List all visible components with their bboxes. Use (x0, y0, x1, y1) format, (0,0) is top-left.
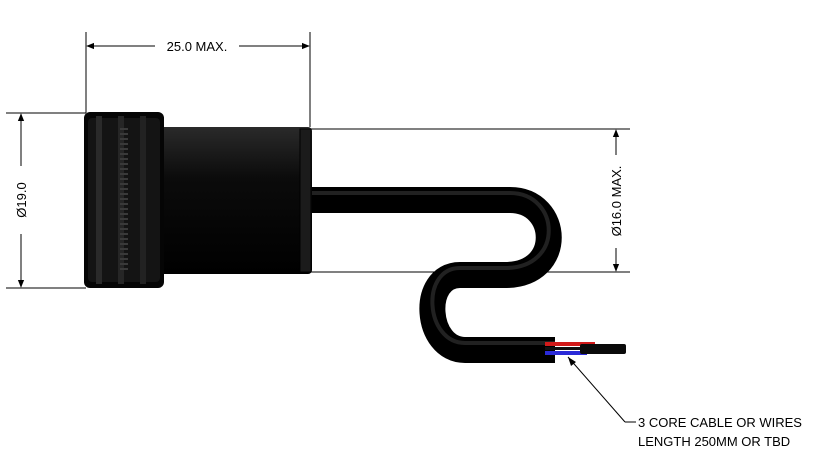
knurl-mark (120, 183, 128, 185)
wire-black-1 (545, 347, 590, 350)
knurl-mark (120, 143, 128, 145)
knurl-mark (120, 253, 128, 255)
knurl-mark (120, 128, 128, 130)
knurl-mark (120, 258, 128, 260)
knurl-mark (120, 188, 128, 190)
knurl-mark (120, 138, 128, 140)
knurl-mark (120, 148, 128, 150)
length-label: 25.0 MAX. (167, 39, 228, 54)
connector-body (84, 112, 312, 288)
note-line-2: LENGTH 250MM OR TBD (638, 434, 790, 449)
knurl-mark (120, 218, 128, 220)
wire-bundle-end (580, 344, 626, 354)
knurl-mark (120, 243, 128, 245)
knurl-mark (120, 198, 128, 200)
body-diameter-label: Ø19.0 (14, 182, 29, 217)
knurl-mark (120, 168, 128, 170)
knurl-mark (120, 263, 128, 265)
knurl-texture (120, 128, 128, 270)
knurl-mark (120, 178, 128, 180)
knurl-mark (120, 268, 128, 270)
knurl-mark (120, 158, 128, 160)
knurl-mark (120, 228, 128, 230)
knurl-mark (120, 238, 128, 240)
dimension-cable-diameter: Ø16.0 MAX. (609, 129, 624, 272)
wires (545, 342, 626, 355)
knurl-mark (120, 233, 128, 235)
knurl-mark (120, 223, 128, 225)
knurl-mark (120, 203, 128, 205)
dimension-length: 25.0 MAX. (86, 39, 310, 54)
knurl-mark (120, 213, 128, 215)
note-line-1: 3 CORE CABLE OR WIRES (638, 415, 802, 430)
knurl-mark (120, 173, 128, 175)
cable-note: 3 CORE CABLE OR WIRES LENGTH 250MM OR TB… (567, 356, 802, 449)
cable-diameter-label: Ø16.0 MAX. (609, 166, 624, 237)
knurl-mark (120, 153, 128, 155)
knurl-mark (120, 193, 128, 195)
knurl-mark (120, 133, 128, 135)
knurl-mark (120, 163, 128, 165)
knurl-mark (120, 208, 128, 210)
wire-blue (545, 351, 587, 355)
wire-red (545, 342, 595, 346)
knurl-mark (120, 248, 128, 250)
dimension-body-diameter: Ø19.0 (14, 113, 29, 288)
cable (300, 187, 626, 363)
